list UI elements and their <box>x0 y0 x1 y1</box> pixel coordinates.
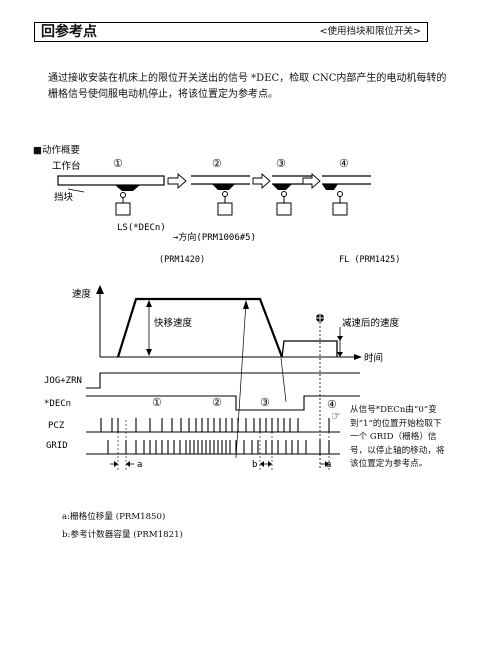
ls-label: LS(*DECn) <box>117 223 166 233</box>
jog-waveform <box>86 372 360 389</box>
param-left: (PRM1420) <box>159 255 205 265</box>
arrow-3 <box>302 173 321 189</box>
rapid-speed-label: 快移速度 <box>154 317 193 329</box>
signal-step-2: ② <box>212 396 222 409</box>
y-axis-arrow <box>96 285 104 294</box>
dog-3 <box>272 184 292 190</box>
slow-profile <box>281 340 338 358</box>
dog-label: 挡块 <box>54 191 74 203</box>
param-right: FL (PRM1425) <box>339 255 400 265</box>
step-1-label: ① <box>113 157 123 170</box>
grid-pulses <box>107 440 330 454</box>
a-label-2: a <box>326 460 331 470</box>
intro-paragraph: 通过接收安装在机床上的限位开关送出的信号 *DEC，检取 CNC内部产生的电动机… <box>48 73 447 100</box>
signal-grid-label: GRID <box>46 441 68 451</box>
pcz-pulses <box>100 418 330 432</box>
signal-pcz-label: PCZ <box>48 421 65 431</box>
table-1 <box>57 175 165 186</box>
limit-switch-2 <box>217 202 233 216</box>
page-subtitle: <使用挡块和限位开关> <box>319 26 421 37</box>
dog-leader <box>67 188 85 193</box>
dec-waveform <box>86 395 360 411</box>
b-label: b <box>252 460 257 470</box>
step-3-label: ③ <box>276 157 286 170</box>
dog-2 <box>212 184 235 190</box>
y-axis-label: 速度 <box>72 288 92 300</box>
step-4-label: ④ <box>339 157 349 170</box>
section-heading: ■动作概要 <box>33 145 80 156</box>
mechanism-diagram: 工作台 ① 挡块 LS(*DECn) →方向(PRM1006#5) ② ③ <box>52 157 371 243</box>
limit-switch-3 <box>276 202 292 216</box>
header-box: 回参考点 <使用挡块和限位开关> <box>34 22 428 42</box>
a-label-1: a <box>137 460 142 470</box>
arrow-1 <box>167 173 187 189</box>
speed-chart: 速度 时间 快移速度 减速后的速度 <box>72 285 400 470</box>
x-axis-arrow <box>354 354 362 360</box>
signal-step-1: ① <box>152 396 162 409</box>
direction-label: →方向(PRM1006#5) <box>173 231 256 243</box>
signal-step-3: ③ <box>260 396 270 409</box>
explanation-note: 从信号*DECn由“0”变到“1”的位置开始检取下一个 GRID（栅格）信号，以… <box>350 405 445 469</box>
speed-profile <box>116 297 284 358</box>
dog-1 <box>115 185 140 191</box>
step-2-label: ② <box>212 157 222 170</box>
signal-timing: JOG+ZRN *DECn PCZ GRID ① ② ③ ④ a b a <box>44 372 360 470</box>
signal-step-4: ④ <box>327 398 337 411</box>
signal-jog-label: JOG+ZRN <box>44 376 82 386</box>
slow-speed-label: 减速后的速度 <box>342 317 400 329</box>
dog-4 <box>322 184 338 190</box>
definition-a: a:栅格位移量 (PRM1850) <box>62 512 166 522</box>
page-title: 回参考点 <box>41 24 97 40</box>
limit-switch-1 <box>115 202 131 216</box>
pointing-hand-icon: ☞ <box>332 409 340 424</box>
switch-roller-1 <box>120 192 126 198</box>
arrow-2 <box>252 173 271 189</box>
definition-b: b:参考计数器容量 (PRM1821) <box>62 530 183 540</box>
signal-dec-label: *DECn <box>44 399 71 409</box>
table-label: 工作台 <box>52 160 81 172</box>
limit-switch-4 <box>332 202 348 216</box>
x-axis-label: 时间 <box>364 352 383 364</box>
